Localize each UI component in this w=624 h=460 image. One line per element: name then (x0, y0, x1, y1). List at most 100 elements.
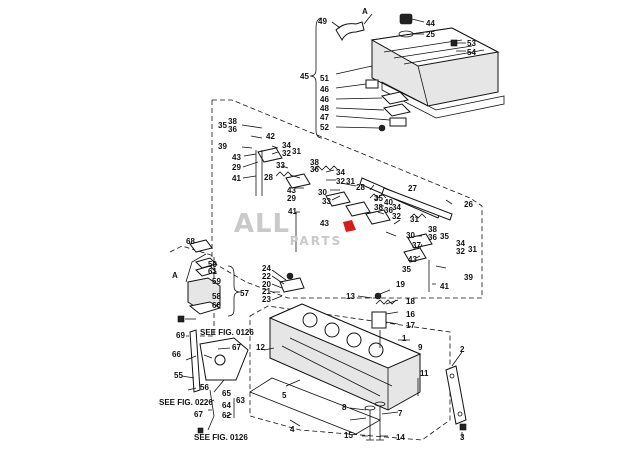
callout-51: 51 (320, 74, 329, 83)
callout-53: 53 (467, 39, 476, 48)
callout-43c: 43 (320, 219, 329, 228)
callout-38d: 38 (428, 225, 437, 234)
callout-41a: 41 (232, 174, 241, 183)
callout-20: 20 (262, 280, 271, 289)
callout-13: 13 (346, 292, 355, 301)
callout-38b: 38 (310, 158, 319, 167)
callout-34d: 34 (456, 239, 465, 248)
callout-44: 44 (426, 19, 435, 28)
callout-7: 7 (398, 409, 403, 418)
callout-64: 64 (222, 401, 231, 410)
callout-36b: 36 (310, 165, 319, 174)
callout-19: 19 (396, 280, 405, 289)
callout-67a: 67 (232, 343, 241, 352)
callout-26: 26 (464, 200, 473, 209)
callout-42: 42 (266, 132, 275, 141)
callout-2: 2 (460, 345, 465, 354)
callout-61: 61 (208, 267, 217, 276)
callout-31b: 31 (346, 177, 355, 186)
callout-4: 4 (290, 425, 295, 434)
callout-39b: 39 (464, 273, 473, 282)
oil-filler-cap (399, 13, 413, 25)
callout-8: 8 (342, 403, 347, 412)
callout-29c: 35 (402, 265, 411, 274)
valve-cover-gasket (381, 81, 505, 119)
callout-46b: 46 (320, 95, 329, 104)
callout-30a: 30 (318, 188, 327, 197)
callout-62: 62 (222, 411, 231, 420)
callout-5: 5 (282, 391, 287, 400)
see-fig-0126-bottom: SEE FIG. 0126 (194, 433, 248, 442)
callout-33b: 33 (322, 197, 331, 206)
seal-washer (365, 79, 379, 89)
callout-31d: 31 (468, 245, 477, 254)
callout-39a: 39 (218, 142, 227, 151)
thermostat-group (169, 239, 249, 434)
callout-27: 27 (408, 184, 417, 193)
watermark: ALL PARTS (234, 209, 340, 248)
callout-32d: 32 (456, 247, 465, 256)
callout-34c: 34 (392, 203, 401, 212)
callout-23: 23 (262, 295, 271, 304)
callout-36c: 36 (384, 206, 393, 215)
callout-32a: 32 (282, 149, 291, 158)
callout-63: 63 (236, 396, 245, 405)
callout-16: 16 (406, 310, 415, 319)
callout-48: 48 (320, 104, 329, 113)
callout-14: 14 (396, 433, 405, 442)
callout-38a: 38 (228, 117, 237, 126)
callout-65: 65 (222, 389, 231, 398)
callout-45: 45 (300, 72, 309, 81)
callout-35a: 35 (218, 121, 227, 130)
callout-25: 25 (426, 30, 435, 39)
callout-36d: 36 (428, 233, 437, 242)
intake-valve (366, 410, 374, 441)
callout-10: 1 (402, 334, 407, 343)
lifting-bracket (445, 365, 467, 425)
callout-12: 12 (256, 343, 265, 352)
callout-17: 17 (406, 321, 415, 330)
callout-3: 3 (460, 433, 465, 442)
callout-34b: 34 (336, 168, 345, 177)
callout-29b: 29 (287, 194, 296, 203)
see-fig-0226: SEE FIG. 0226 (159, 398, 213, 407)
valve-spring (375, 299, 397, 305)
callout-46a: 46 (320, 85, 329, 94)
callout-68: 68 (186, 237, 195, 246)
breather-hose (335, 21, 365, 42)
callout-33a: 33 (276, 161, 285, 170)
callout-32c: 32 (392, 212, 401, 221)
callout-67b: 67 (194, 410, 203, 419)
see-fig-0126-top: SEE FIG. 0126 (200, 328, 254, 337)
callout-49: 49 (318, 17, 327, 26)
callout-9: 9 (418, 343, 423, 352)
watermark-accent (343, 220, 356, 232)
rocker-arm-group (211, 99, 483, 299)
callout-41c: 41 (440, 282, 449, 291)
callout-56: 56 (200, 383, 209, 392)
callout-31a: 31 (292, 147, 301, 156)
watermark-line1: ALL (234, 209, 290, 239)
callout-15: 15 (344, 431, 353, 440)
callout-28b: 28 (356, 183, 365, 192)
callout-29a: 29 (232, 163, 241, 172)
callout-55: 55 (174, 371, 183, 380)
callout-58: 58 (212, 292, 221, 301)
callout-30b: 30 (406, 231, 415, 240)
callout-35b: 35 (374, 194, 383, 203)
callout-41b: 41 (288, 207, 297, 216)
callout-43b: 43 (287, 186, 296, 195)
callout-35c: 35 (440, 232, 449, 241)
callout-52: 52 (320, 123, 329, 132)
callout-a-left: A (172, 271, 178, 280)
callout-57: 57 (240, 289, 249, 298)
thermostat-housing (187, 277, 221, 311)
callout-38c: 38 (374, 203, 383, 212)
callout-labels: 49 A 44 25 53 54 45 51 46 46 48 47 52 35… (159, 7, 477, 442)
callout-54: 54 (467, 48, 476, 57)
callout-60: 60 (212, 301, 221, 310)
callout-50: 50 (208, 260, 217, 269)
callout-69: 69 (176, 331, 185, 340)
callout-66: 66 (172, 350, 181, 359)
